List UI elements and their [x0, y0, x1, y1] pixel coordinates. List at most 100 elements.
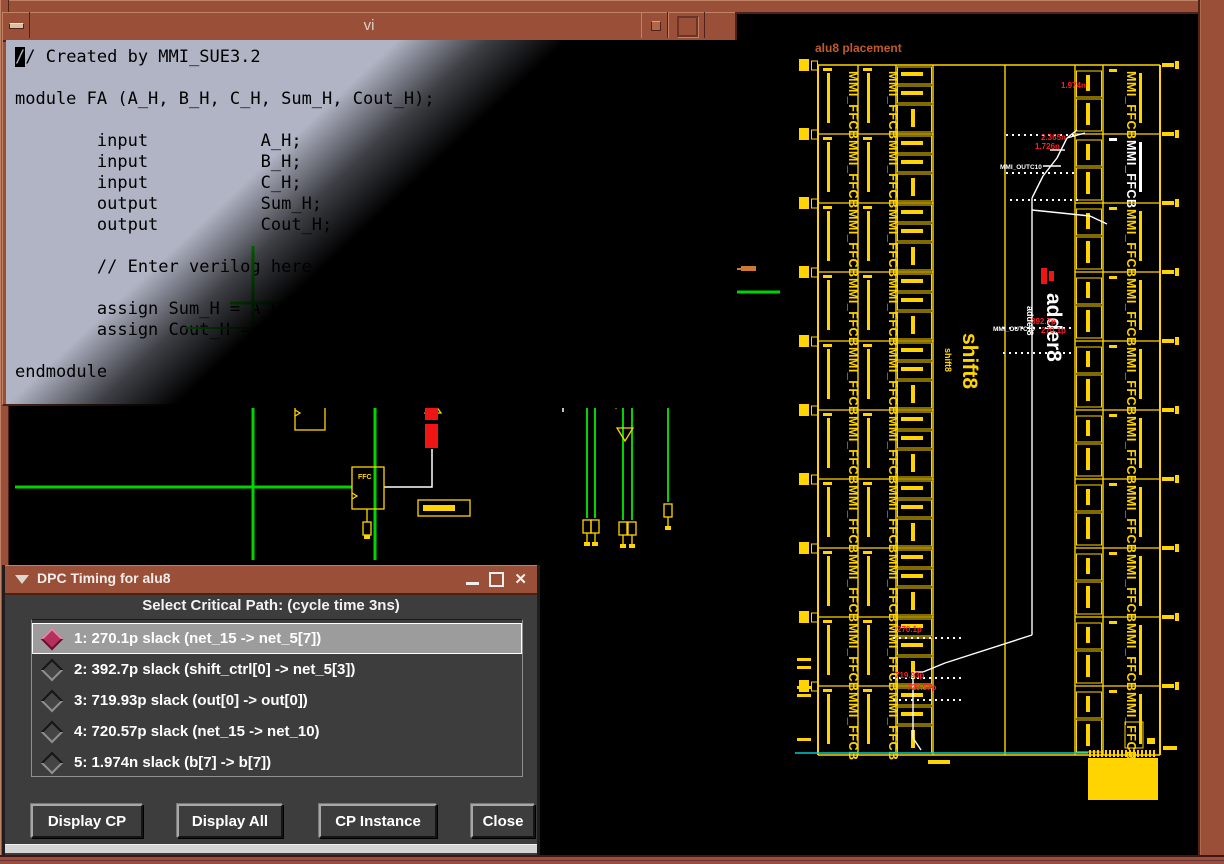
- critical-path-item[interactable]: 1: 270.1p slack (net_15 -> net_5[7]): [32, 623, 522, 654]
- dialog-button-row: Display CP Display All CP Instance Close: [5, 803, 537, 839]
- frame-right: [1198, 0, 1224, 864]
- diamond-radio-icon[interactable]: [40, 627, 64, 650]
- svg-text:MMI_FFCB: MMI_FFCB: [886, 71, 900, 140]
- net-label-stub: [741, 266, 756, 271]
- critical-path-header: Select Critical Path: (cycle time 3ns): [142, 597, 400, 614]
- dialog-resize-strip[interactable]: [5, 844, 537, 853]
- critical-path-label: 2: 392.7p slack (shift_ctrl[0] -> net_5[…: [74, 661, 356, 678]
- placement-title: alu8 placement: [815, 41, 902, 55]
- svg-text:MMI_FFCB: MMI_FFCB: [846, 278, 860, 347]
- iconify-dash-icon: [9, 23, 24, 29]
- svg-text:MMI_FFCB: MMI_FFCB: [1124, 71, 1138, 140]
- ff-label: FFC: [661, 336, 675, 343]
- svg-text:adder8: adder8: [1042, 293, 1065, 362]
- diamond-radio-icon[interactable]: [40, 720, 64, 743]
- timing-pin-highlights: [425, 262, 672, 448]
- display-all-button[interactable]: Display All: [177, 804, 283, 838]
- svg-text:MMI_FFCB: MMI_FFCB: [846, 623, 860, 692]
- svg-text:270.1p: 270.1p: [897, 625, 922, 634]
- svg-text:MMI_FFCB: MMI_FFCB: [846, 554, 860, 623]
- svg-text:MMI_FFCB: MMI_FFCB: [1124, 209, 1138, 278]
- svg-text:MMI_FFCB: MMI_FFCB: [886, 278, 900, 347]
- svg-text:MMI_FFCB: MMI_FFCB: [886, 623, 900, 692]
- window-menu-triangle-icon[interactable]: [15, 575, 29, 584]
- ff-label: FFC: [300, 391, 314, 398]
- critical-path-label: 4: 720.57p slack (net_15 -> net_10): [74, 723, 320, 740]
- critical-path-list[interactable]: 1: 270.1p slack (net_15 -> net_5[7]) 2: 3…: [31, 619, 523, 777]
- schematic-canvas[interactable]: DFC Created FFC FFC FFC: [10, 170, 780, 560]
- dpc-timing-dialog: DPC Timing for alu8 ✕ Select Critical Pa…: [2, 565, 540, 855]
- critical-path-item[interactable]: 3: 719.93p slack (out[0] -> out[0]): [32, 685, 522, 716]
- svg-text:MMI_FFCB: MMI_FFCB: [1124, 485, 1138, 554]
- diamond-radio-icon[interactable]: [40, 689, 64, 712]
- and-gate-yellow: [446, 371, 469, 390]
- svg-text:MMI_FFCB: MMI_FFCB: [846, 416, 860, 485]
- svg-text:MMI_FFCB: MMI_FFCB: [1124, 278, 1138, 347]
- code-line: input A_H;: [15, 131, 302, 151]
- code-line: // Created by MMI_SUE3.2: [15, 47, 261, 67]
- svg-text:2.365n: 2.365n: [1041, 133, 1066, 142]
- svg-text:MMI_OUTC10: MMI_OUTC10: [993, 326, 1035, 333]
- svg-text:392.7p: 392.7p: [1031, 317, 1056, 326]
- svg-text:shift8: shift8: [943, 348, 953, 372]
- svg-text:1.974n: 1.974n: [1061, 81, 1086, 90]
- cp-instance-button[interactable]: CP Instance: [319, 804, 437, 838]
- code-line: [15, 110, 732, 131]
- flipflop-yellow: [351, 466, 385, 510]
- svg-text:MMI_FFCB: MMI_FFCB: [886, 692, 900, 761]
- spare-label-box: [417, 499, 471, 517]
- critical-path-item[interactable]: 2: 392.7p slack (shift_ctrl[0] -> net_5[…: [32, 654, 522, 685]
- svg-text:MMI_FFCB: MMI_FFCB: [886, 209, 900, 278]
- close-icon[interactable]: ✕: [514, 571, 527, 588]
- resize-square-icon: [677, 16, 698, 37]
- critical-path-item[interactable]: 4: 720.57p slack (net_15 -> net_10): [32, 716, 522, 747]
- net-label-stub: [724, 349, 737, 354]
- critical-path-item[interactable]: 5: 1.974n slack (b[7] -> b[7]): [32, 747, 522, 778]
- svg-text:720.57p: 720.57p: [907, 683, 936, 692]
- xor-gate-yellow: [411, 347, 431, 362]
- vi-titlebar[interactable]: vi: [3, 12, 735, 42]
- vi-iconify-button[interactable]: [3, 12, 30, 38]
- dpc-dialog-title: DPC Timing for alu8: [37, 570, 171, 586]
- svg-text:MMI_FFCB: MMI_FFCB: [1124, 140, 1138, 209]
- svg-text:270.1p: 270.1p: [1041, 326, 1066, 335]
- svg-text:MMI_FFCB: MMI_FFCB: [846, 692, 860, 761]
- svg-text:719.93p: 719.93p: [895, 671, 924, 680]
- mux-white: [539, 313, 569, 380]
- svg-text:MMI_FFCB: MMI_FFCB: [1124, 416, 1138, 485]
- close-button[interactable]: Close: [471, 804, 535, 838]
- svg-text:adder8: adder8: [1025, 306, 1035, 336]
- frame-bottom: [0, 855, 1224, 864]
- svg-text:MMI_FFCB: MMI_FFCB: [886, 140, 900, 209]
- cell-box: [294, 337, 326, 379]
- svg-text:MMI_FFCB: MMI_FFCB: [886, 554, 900, 623]
- svg-text:MMI_FFCB: MMI_FFCB: [1124, 692, 1138, 761]
- critical-path-label: 1: 270.1p slack (net_15 -> net_5[7]): [74, 630, 322, 647]
- code-line: module FA (A_H, B_H, C_H, Sum_H, Cout_H)…: [15, 89, 435, 109]
- maximize-dot-icon: [651, 21, 661, 31]
- svg-text:MMI_FFCB: MMI_FFCB: [1124, 554, 1138, 623]
- svg-text:MMI_FFCB: MMI_FFCB: [886, 416, 900, 485]
- minimize-icon[interactable]: [466, 582, 480, 585]
- svg-text:MMI_FFCB: MMI_FFCB: [886, 485, 900, 554]
- critical-path-label: 5: 1.974n slack (b[7] -> b[7]): [74, 754, 272, 771]
- svg-text:MMI_FFCB: MMI_FFCB: [846, 209, 860, 278]
- diamond-radio-icon[interactable]: [40, 658, 64, 681]
- buffer-gates: [423, 394, 635, 443]
- vi-cursor: /: [15, 47, 26, 67]
- svg-text:MMI_FFCB: MMI_FFCB: [1124, 623, 1138, 692]
- diamond-radio-icon[interactable]: [40, 751, 64, 774]
- vi-maximize-button[interactable]: [641, 12, 668, 38]
- svg-text:MMI_FFCB: MMI_FFCB: [886, 347, 900, 416]
- vi-window-title: vi: [363, 17, 375, 34]
- svg-text:MMI_FFCB: MMI_FFCB: [846, 140, 860, 209]
- vi-resize-button[interactable]: [668, 12, 705, 38]
- svg-text:MMI_FFCB: MMI_FFCB: [1124, 347, 1138, 416]
- svg-text:MMI_FFCB: MMI_FFCB: [846, 71, 860, 140]
- svg-text:MMI_FFCB: MMI_FFCB: [846, 485, 860, 554]
- maximize-icon[interactable]: [489, 572, 505, 587]
- dpc-titlebar[interactable]: DPC Timing for alu8 ✕: [5, 565, 537, 595]
- display-cp-button[interactable]: Display CP: [31, 804, 143, 838]
